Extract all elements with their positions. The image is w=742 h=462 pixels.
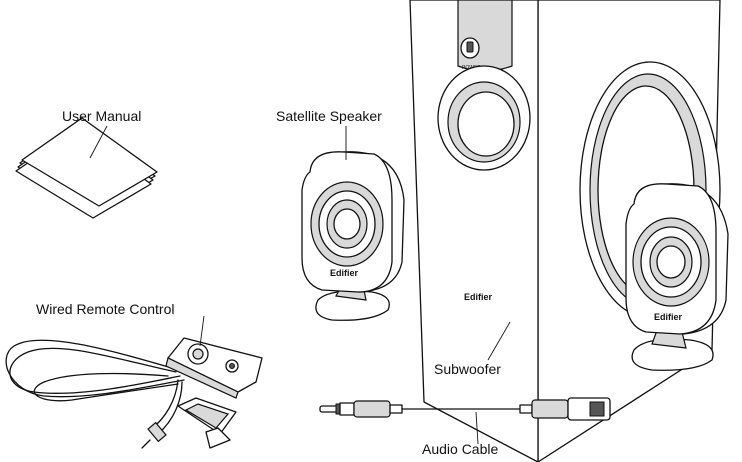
subwoofer-label: Subwoofer — [434, 361, 501, 377]
subwoofer-leader-line — [487, 321, 511, 361]
audio-cable-label: Audio Cable — [422, 441, 499, 457]
left-satellite-speaker-illustration: Edifier — [301, 151, 405, 321]
user-manual-label: User Manual — [62, 108, 142, 124]
wired-remote-control-illustration — [5, 337, 263, 449]
remote-control-leader-line — [199, 315, 205, 347]
user-manual-illustration — [15, 117, 158, 219]
user-manual-leader-line — [89, 125, 108, 159]
audio-cable-illustration — [319, 397, 611, 421]
wired-remote-control-label: Wired Remote Control — [36, 301, 175, 317]
audio-cable-leader-line — [475, 411, 479, 445]
right-satellite-brand-text: Edifier — [654, 312, 683, 322]
subwoofer-brand-text: Edifier — [464, 292, 493, 302]
left-satellite-brand-text: Edifier — [330, 268, 359, 278]
satellite-speaker-label: Satellite Speaker — [276, 108, 382, 124]
right-satellite-speaker-illustration: Edifier — [625, 183, 729, 371]
